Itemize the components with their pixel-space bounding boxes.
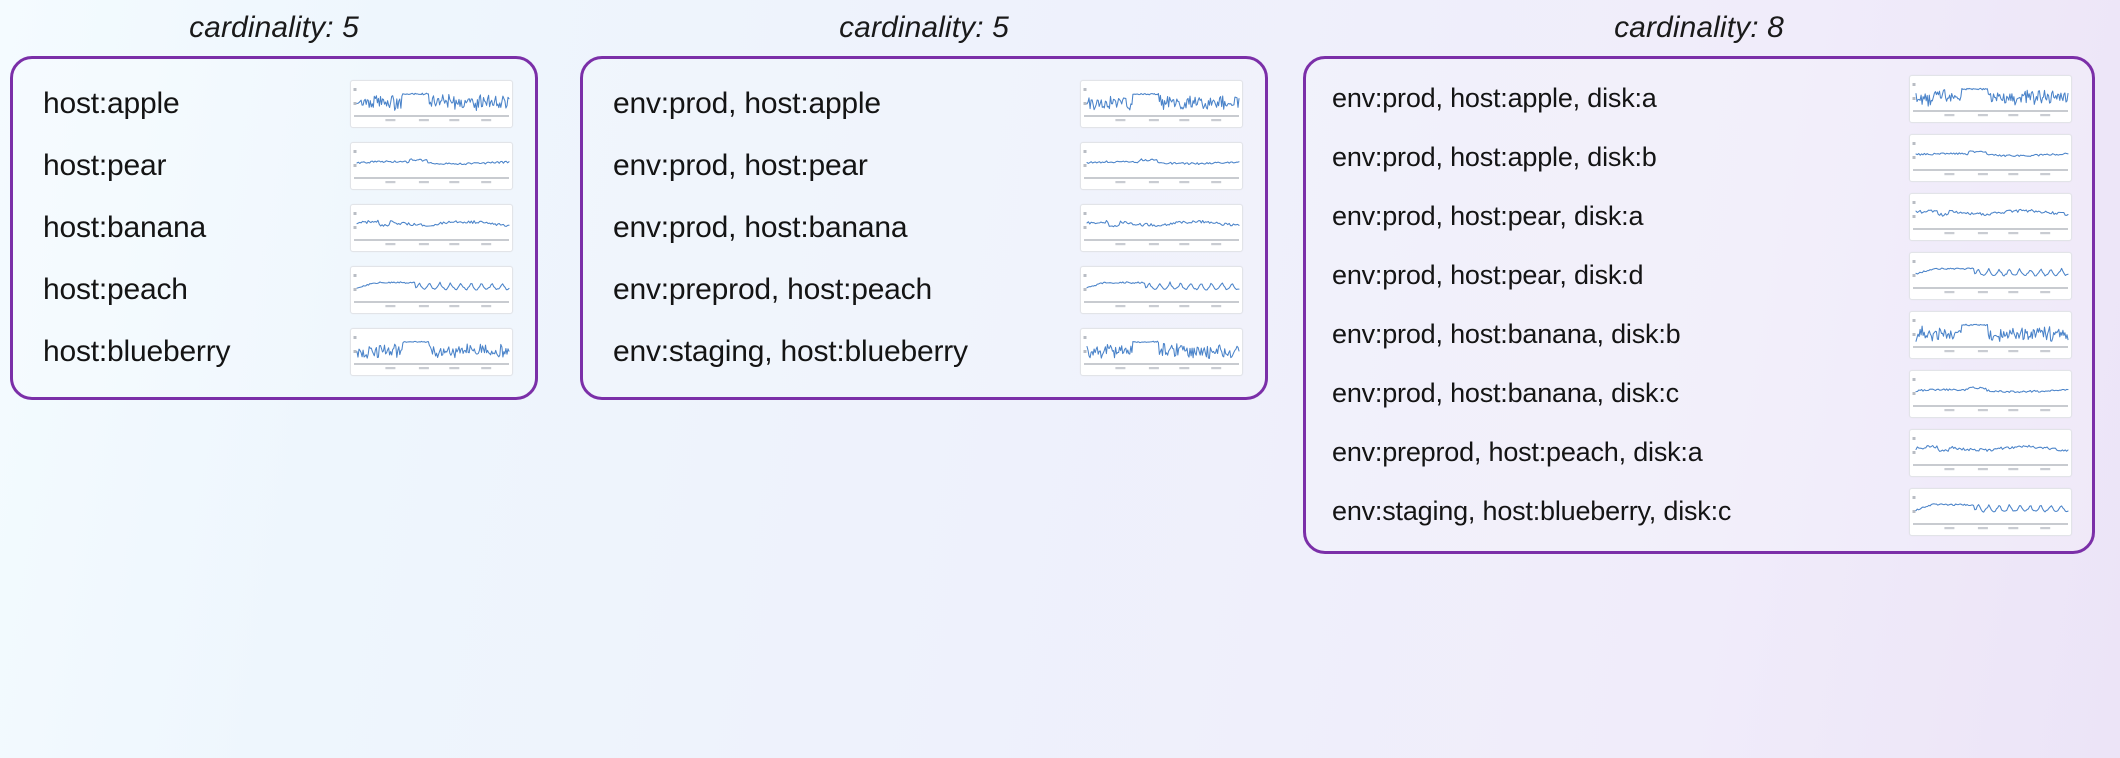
tag-label: env:prod, host:pear, disk:d <box>1332 260 1644 290</box>
tag-label: env:staging, host:blueberry, disk:c <box>1332 496 1732 526</box>
list-item[interactable]: env:prod, host:banana, disk:b <box>1332 310 2072 359</box>
tag-label: host:banana <box>43 211 206 244</box>
tag-label: env:prod, host:banana <box>613 211 908 244</box>
tag-label: env:preprod, host:peach <box>613 273 932 306</box>
sparkline-chart[interactable] <box>350 80 513 128</box>
tag-label: env:prod, host:apple, disk:b <box>1332 142 1657 172</box>
sparkline-chart[interactable] <box>1909 487 2072 536</box>
sparkline-chart[interactable] <box>1080 266 1243 314</box>
cardinality-panel-1: cardinality: 5 host:apple host:pear host:… <box>10 0 538 400</box>
sparkline-chart[interactable] <box>1909 74 2072 123</box>
list-item[interactable]: env:prod, host:pear <box>613 142 1243 190</box>
sparkline-chart[interactable] <box>1909 251 2072 300</box>
sparkline-chart[interactable] <box>1080 80 1243 128</box>
list-item[interactable]: env:prod, host:pear, disk:a <box>1332 192 2072 241</box>
list-item[interactable]: env:prod, host:banana, disk:c <box>1332 369 2072 418</box>
tag-label: env:prod, host:banana, disk:b <box>1332 319 1681 349</box>
list-item[interactable]: env:preprod, host:peach, disk:a <box>1332 428 2072 477</box>
list-item[interactable]: env:preprod, host:peach <box>613 266 1243 314</box>
sparkline-chart[interactable] <box>1080 328 1243 376</box>
panel-title: cardinality: 5 <box>189 11 359 44</box>
sparkline-chart[interactable] <box>350 328 513 376</box>
list-item[interactable]: env:prod, host:pear, disk:d <box>1332 251 2072 300</box>
tag-label: env:prod, host:pear <box>613 149 868 182</box>
tag-label: env:prod, host:apple, disk:a <box>1332 83 1657 113</box>
list-item[interactable]: host:peach <box>43 266 513 314</box>
list-item[interactable]: env:prod, host:apple, disk:a <box>1332 74 2072 123</box>
list-item[interactable]: host:blueberry <box>43 328 513 376</box>
tag-label: host:peach <box>43 273 188 306</box>
tag-series-list: host:apple host:pear host:banana host:pe… <box>10 56 538 400</box>
tag-series-list: env:prod, host:apple env:prod, host:pear… <box>580 56 1268 400</box>
tag-label: env:staging, host:blueberry <box>613 335 968 368</box>
tag-series-list: env:prod, host:apple, disk:a env:prod, h… <box>1303 56 2095 554</box>
sparkline-chart[interactable] <box>350 142 513 190</box>
sparkline-chart[interactable] <box>1080 142 1243 190</box>
sparkline-chart[interactable] <box>1909 428 2072 477</box>
tag-label: env:prod, host:apple <box>613 87 881 120</box>
tag-label: env:preprod, host:peach, disk:a <box>1332 437 1703 467</box>
list-item[interactable]: env:prod, host:apple, disk:b <box>1332 133 2072 182</box>
sparkline-chart[interactable] <box>1909 133 2072 182</box>
tag-label: env:prod, host:pear, disk:a <box>1332 201 1644 231</box>
cardinality-panel-2: cardinality: 5 env:prod, host:apple env:p… <box>580 0 1268 400</box>
list-item[interactable]: env:prod, host:apple <box>613 80 1243 128</box>
tag-label: host:apple <box>43 87 180 120</box>
list-item[interactable]: env:staging, host:blueberry <box>613 328 1243 376</box>
sparkline-chart[interactable] <box>350 204 513 252</box>
tag-label: env:prod, host:banana, disk:c <box>1332 378 1679 408</box>
list-item[interactable]: host:apple <box>43 80 513 128</box>
tag-label: host:pear <box>43 149 167 182</box>
list-item[interactable]: env:staging, host:blueberry, disk:c <box>1332 487 2072 536</box>
list-item[interactable]: host:banana <box>43 204 513 252</box>
tag-label: host:blueberry <box>43 335 231 368</box>
cardinality-panel-3: cardinality: 8 env:prod, host:apple, disk… <box>1303 0 2095 554</box>
sparkline-chart[interactable] <box>1909 192 2072 241</box>
sparkline-chart[interactable] <box>1080 204 1243 252</box>
panel-title: cardinality: 5 <box>839 11 1009 44</box>
panel-title: cardinality: 8 <box>1614 11 1784 44</box>
sparkline-chart[interactable] <box>1909 310 2072 359</box>
list-item[interactable]: env:prod, host:banana <box>613 204 1243 252</box>
sparkline-chart[interactable] <box>350 266 513 314</box>
sparkline-chart[interactable] <box>1909 369 2072 418</box>
list-item[interactable]: host:pear <box>43 142 513 190</box>
